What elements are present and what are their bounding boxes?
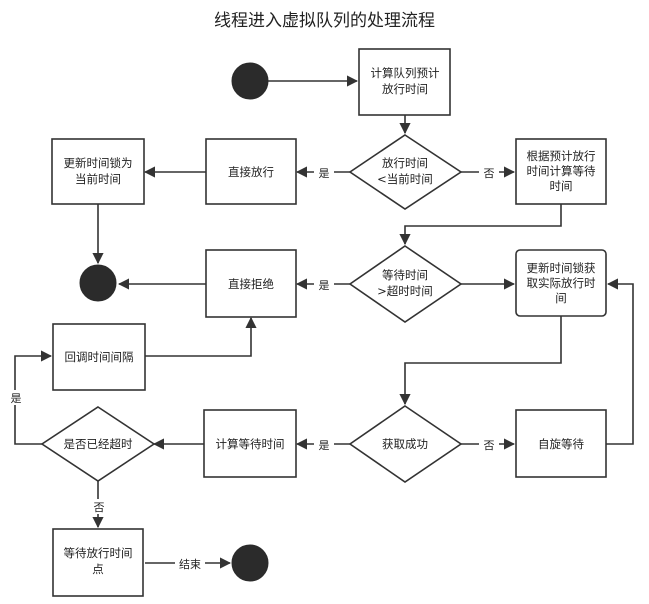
node-calc-wait-time: 计算等待时间: [203, 409, 297, 478]
edge-spin-to-update-actual: [606, 278, 634, 445]
node-direct-release: 直接放行: [205, 138, 297, 205]
node-direct-reject-line-1: 直接拒绝: [228, 277, 274, 291]
edge-labels: 是 否 是 否 是 是 否 结束: [7, 165, 499, 571]
node-update-lock-now-line-2: 当前时间: [75, 172, 121, 186]
node-update-lock-now: 更新时间锁为 当前时间: [51, 138, 145, 205]
node-is-timeout: 是否已经超时: [40, 406, 156, 482]
edge-callback-to-reject: [145, 316, 257, 357]
diagram-title: 线程进入虚拟队列的处理流程: [214, 11, 435, 31]
node-calc-wait-from-estimate-line-2: 时间计算等待: [527, 164, 596, 178]
node-calc-wait-from-estimate-line-1: 根据预计放行: [527, 149, 596, 163]
node-update-lock-actual-line-3: 间: [555, 291, 567, 305]
label-yes-3: 是: [319, 439, 330, 452]
node-callback-interval-line-1: 回调时间间隔: [65, 350, 134, 364]
node-is-timeout-line-1: 是否已经超时: [64, 437, 133, 451]
label-no-4: 否: [94, 501, 105, 514]
node-wait-until-line-2: 点: [92, 562, 104, 576]
node-wait-gt-timeout-line-1: 等待时间: [382, 268, 428, 282]
node-acquire-success-line-1: 获取成功: [382, 437, 428, 451]
label-no-1: 否: [484, 167, 495, 180]
label-end: 结束: [179, 558, 201, 571]
node-calc-wait-time-line-1: 计算等待时间: [216, 437, 285, 451]
node-update-lock-actual-line-2: 取实际放行时: [527, 276, 596, 290]
node-update-lock-actual-line-1: 更新时间锁获: [527, 261, 596, 275]
node-direct-reject: 直接拒绝: [205, 249, 297, 318]
edges: [14, 75, 634, 569]
node-wait-until: 等待放行时间 点: [52, 528, 144, 597]
node-update-lock-now-line-1: 更新时间锁为: [64, 156, 133, 170]
node-release-lt-now: 放行时间 <当前时间: [348, 134, 463, 210]
node-calc-release-line-2: 放行时间: [382, 82, 428, 96]
node-spin-wait-line-1: 自旋等待: [538, 437, 584, 451]
label-yes-4: 是: [11, 392, 22, 405]
node-calc-wait-from-estimate: 根据预计放行 时间计算等待 时间: [515, 138, 607, 205]
node-direct-release-line-1: 直接放行: [228, 165, 274, 179]
label-yes-1: 是: [319, 167, 330, 180]
node-wait-until-line-1: 等待放行时间: [64, 546, 133, 560]
edge-update-actual-to-acquire: [399, 316, 562, 406]
node-calc-wait-from-estimate-line-3: 时间: [550, 179, 573, 193]
label-yes-2: 是: [319, 279, 330, 292]
node-calc-release-line-1: 计算队列预计: [371, 66, 440, 80]
node-callback-interval: 回调时间间隔: [52, 323, 146, 391]
node-release-lt-now-line-1: 放行时间: [382, 156, 428, 170]
start-terminal: [231, 62, 269, 100]
node-wait-gt-timeout: 等待时间 >超时时间: [348, 245, 463, 323]
node-wait-gt-timeout-line-2: >超时时间: [377, 284, 433, 298]
end-terminal-1: [79, 264, 117, 302]
end-terminal-2: [231, 544, 269, 582]
label-no-3: 否: [484, 439, 495, 452]
node-spin-wait: 自旋等待: [515, 409, 607, 478]
node-update-lock-actual: 更新时间锁获 取实际放行时 间: [515, 249, 607, 317]
edge-calc-wait-to-decision2: [399, 204, 562, 246]
node-release-lt-now-line-2: <当前时间: [377, 172, 433, 186]
node-calc-release: 计算队列预计 放行时间: [358, 48, 451, 116]
node-acquire-success: 获取成功: [348, 405, 463, 483]
